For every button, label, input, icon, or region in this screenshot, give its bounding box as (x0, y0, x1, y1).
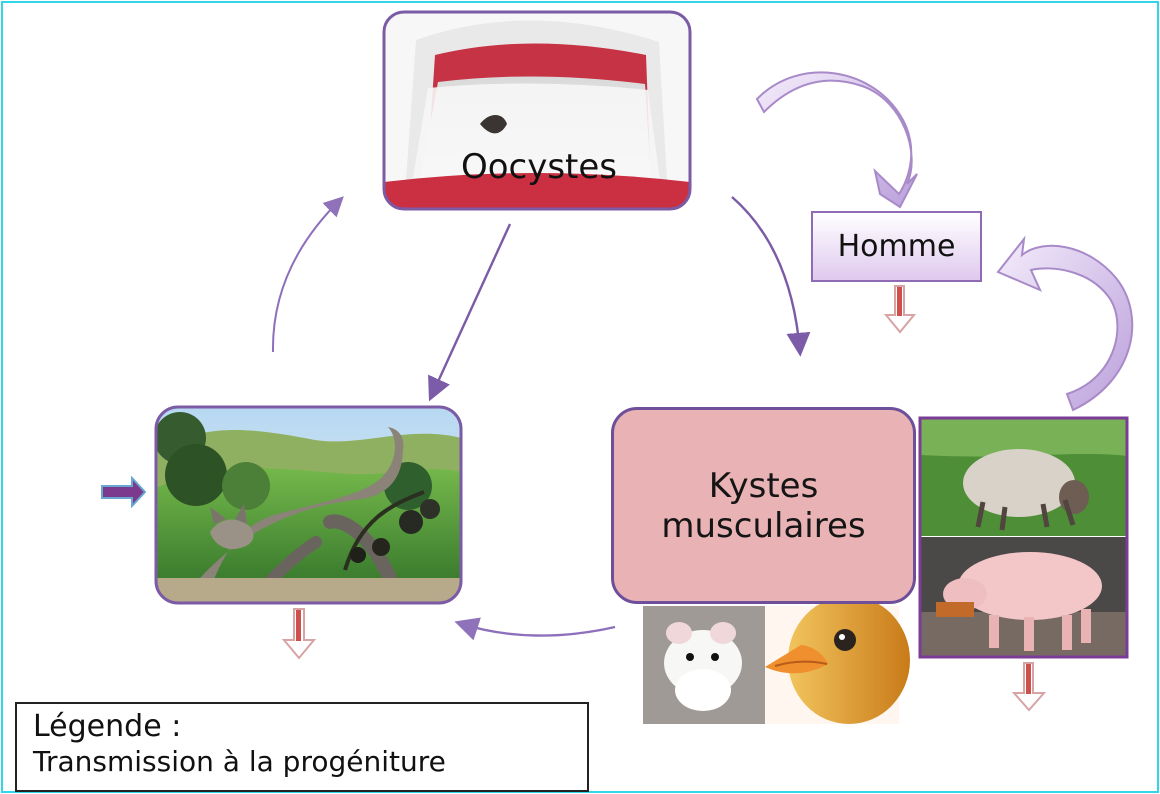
sheep-image (920, 418, 1127, 536)
litter-box-border (382, 10, 692, 211)
muscle-cysts-box: Kystes musculaires (611, 407, 916, 604)
legend-box: Légende : Transmission à la progéniture (15, 702, 589, 792)
cat-image (156, 407, 461, 603)
entry-arrow-icon (101, 475, 147, 509)
transmission-arrow-icon (1011, 662, 1047, 712)
muscle-cysts-label: Kystes musculaires (661, 465, 866, 546)
chick-image (765, 596, 910, 724)
human-host-box: Homme (811, 211, 982, 282)
legend-item: Transmission à la progéniture (33, 745, 446, 778)
pig-image (920, 537, 1127, 657)
oocystes-label: Oocystes (460, 147, 618, 187)
cycle-arrow-icon (454, 617, 616, 641)
transmission-arrow-icon (883, 285, 917, 334)
cycle-arrow-icon (271, 196, 344, 353)
litter-box-image (384, 12, 690, 209)
curved-arrow-icon (755, 71, 918, 209)
cycle-arrow-icon (731, 196, 811, 357)
cat-image-border (154, 405, 463, 605)
legend-title: Légende : (33, 709, 182, 744)
transmission-arrow-icon (281, 608, 317, 660)
cycle-arrow-icon (428, 223, 512, 402)
mouse-image (643, 606, 765, 724)
human-host-label: Homme (837, 229, 956, 264)
curved-arrow-icon (996, 235, 1134, 412)
livestock-image-border (918, 416, 1129, 659)
